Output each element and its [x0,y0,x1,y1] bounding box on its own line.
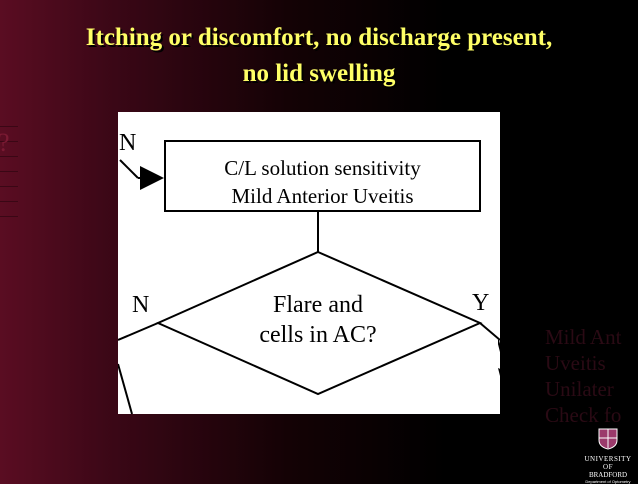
logo-text-line-1: UNIVERSITY OF [584,455,632,471]
outcome-line-1: Mild Ant [545,325,622,349]
crest-icon [598,428,618,450]
label-no-top: N [119,130,137,156]
yes-branch-connector [479,322,500,341]
outcome-line-4: Check fo [545,403,622,427]
process-box-line-2: Mild Anterior Uveitis [231,184,414,208]
left-decor-lines [0,112,18,232]
logo-text-line-2: BRADFORD [588,471,628,479]
flowchart-panel: C/L solution sensitivity Mild Anterior U… [118,112,500,414]
process-box: C/L solution sensitivity Mild Anterior U… [164,140,481,212]
outcome-line-2: Uveitis [545,351,606,375]
no-branch-connector [118,322,159,341]
slide-title-line-2: no lid swelling [242,60,396,87]
decision-text-line-2: cells in AC? [259,322,377,348]
no-branch-continuation [118,363,133,414]
yes-arrowhead [498,368,512,384]
incoming-arrowhead [140,166,164,190]
label-no-left: N [132,292,150,318]
yes-branch-outside [498,339,512,384]
university-logo: UNIVERSITY OF BRADFORD Department of Opt… [580,428,636,484]
label-yes-right: Y [472,290,490,316]
decision-text-line-1: Flare and [273,292,363,318]
outcome-line-3: Unilater [545,377,614,401]
flowchart-connectors [118,159,500,414]
left-cut-off-text: ? [0,128,10,158]
outcome-cut-off-text: Mild Ant Uveitis Unilater Check fo [545,324,638,428]
logo-text-line-3: Department of Optometry [585,479,631,484]
slide-title-line-1: Itching or discomfort, no discharge pres… [85,24,553,51]
slide-title: Itching or discomfort, no discharge pres… [0,20,638,92]
process-box-line-1: C/L solution sensitivity [224,156,421,180]
incoming-connector [119,159,139,179]
decision-diamond [155,250,483,396]
decision-text: Flare and cells in AC? [228,290,408,350]
